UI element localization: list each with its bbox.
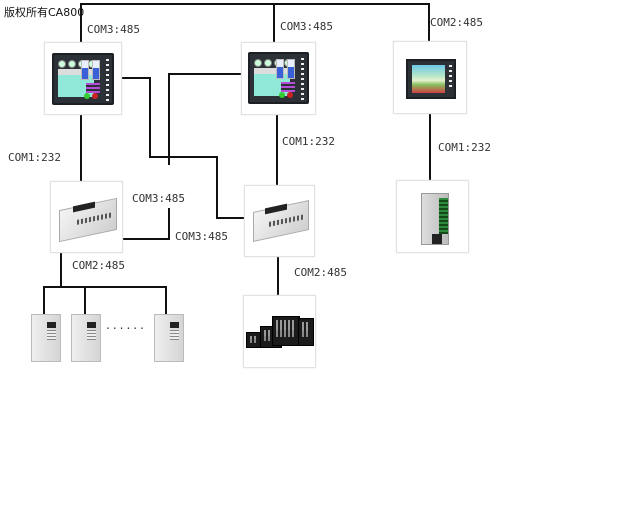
temp-controller-icon [272,316,300,346]
label-hmi1-com1: COM1:232 [8,151,61,164]
hmi1-plc2-wire-a [119,77,151,79]
inverter-ellipsis: ...... [106,318,147,332]
inverter1-drop-wire [43,286,45,314]
label-plc2-com3: COM3:485 [175,230,228,243]
touch-panel-icon [52,53,114,105]
hmi1-device[interactable] [44,42,122,115]
hmi2-drop-wire [273,3,275,43]
hmi2-device[interactable] [241,42,316,115]
temp-controllers-device[interactable] [243,295,316,368]
label-hmi3-com1: COM1:232 [438,141,491,154]
hmi2-plc1-wire-a [169,73,242,75]
label-hmi1-com3: COM3:485 [87,23,140,36]
hmi2-plc1-wire-d [121,238,170,240]
hmi1-plc2-wire-c [149,156,217,158]
hmi1-plc2-wire-e [216,217,246,219]
label-hmi2-com3: COM3:485 [280,20,333,33]
hmi1-drop-wire [80,3,82,43]
inverter-device[interactable] [31,314,61,362]
slim-plc-icon [421,193,449,245]
plc2-temp-wire [277,255,279,295]
hmi1-plc2-wire-d [216,156,218,218]
inverter-device[interactable] [154,314,184,362]
hmi2-plc1-wire-c [168,208,170,240]
inverter-bus-wire [43,286,167,288]
label-plc1-com2: COM2:485 [72,259,125,272]
hmi2-plc1-wire-b [168,73,170,165]
plc2-device[interactable] [244,185,315,257]
temp-controller-icon [298,318,314,346]
inverter3-drop-wire [165,286,167,314]
hmi3-drop-wire [428,3,430,41]
top-bus-wire [80,3,430,5]
inverter2-drop-wire [84,286,86,314]
plc3-device[interactable] [396,180,469,253]
label-plc2-com2: COM2:485 [294,266,347,279]
label-hmi3-com2: COM2:485 [430,16,483,29]
plc1-device[interactable] [50,181,123,253]
label-plc1-com3: COM3:485 [132,192,185,205]
hmi1-plc1-wire [80,112,82,182]
small-touch-panel-icon [406,59,456,99]
label-hmi2-com1: COM1:232 [282,135,335,148]
touch-panel-icon [248,52,309,104]
copyright-text: 版权所有CA800 [4,6,85,19]
hmi3-device[interactable] [393,41,467,114]
inverter-device[interactable] [71,314,101,362]
hmi1-plc2-wire-b [149,77,151,158]
plc1-inverter-drop-wire [60,252,62,288]
hmi3-plc3-wire [429,111,431,181]
hmi2-plc2-wire [276,112,278,185]
